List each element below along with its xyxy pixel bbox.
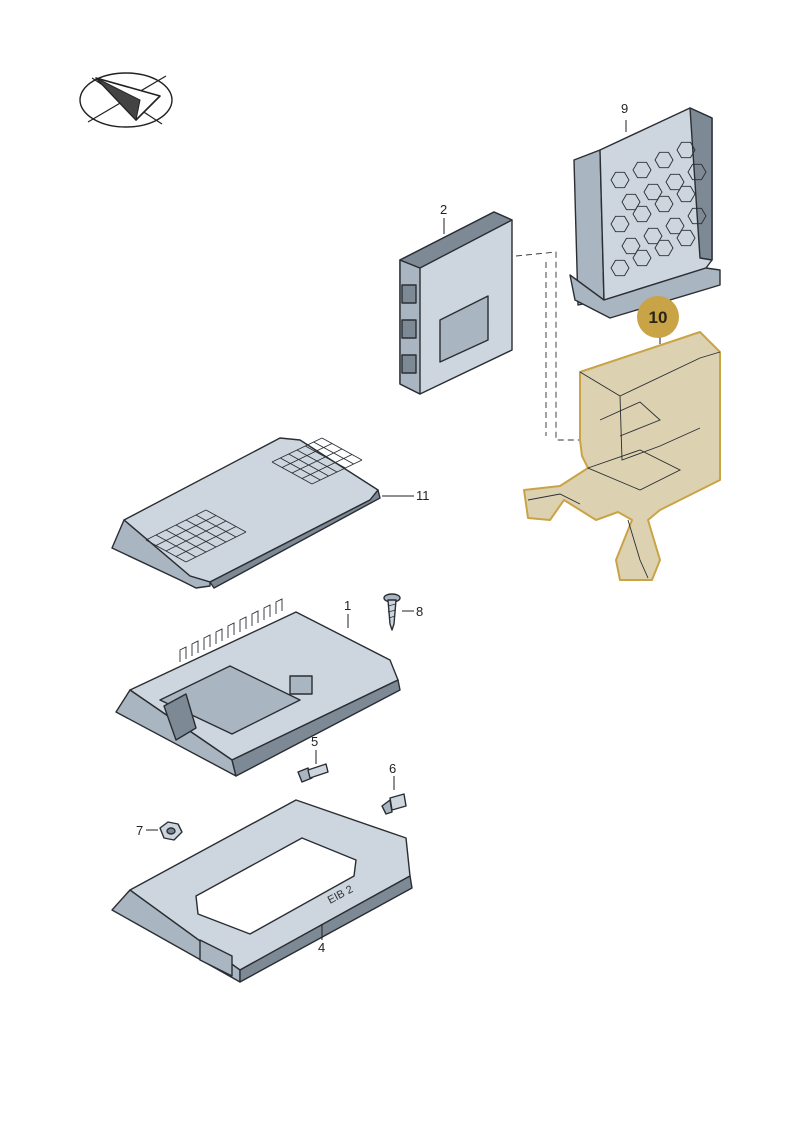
leader-lines bbox=[146, 120, 661, 940]
part-5-bolt bbox=[297, 763, 329, 783]
callouts: 9 2 11 1 8 5 6 7 4 bbox=[136, 101, 628, 955]
callout-7: 7 bbox=[136, 823, 143, 838]
paper-plane-in-ellipse-icon bbox=[79, 72, 173, 128]
callout-10: 10 bbox=[649, 308, 668, 327]
part-10-highlighted-bracket bbox=[523, 331, 721, 581]
part-9-honeycomb-bracket bbox=[569, 107, 721, 319]
part-8-screw bbox=[383, 593, 401, 631]
part-11-cover bbox=[111, 437, 381, 589]
alignment-lines bbox=[515, 251, 580, 441]
part-1-main-unit bbox=[115, 598, 401, 777]
callout-4: 4 bbox=[318, 940, 325, 955]
callout-9: 9 bbox=[621, 101, 628, 116]
part-7-clip-nut bbox=[159, 821, 183, 841]
callout-badge-10: 10 bbox=[637, 296, 679, 338]
callout-5: 5 bbox=[311, 734, 318, 749]
callout-8: 8 bbox=[416, 604, 423, 619]
part-4-frame: EIB 2 bbox=[111, 799, 413, 983]
callout-2: 2 bbox=[440, 202, 447, 217]
part-2-control-module bbox=[399, 211, 513, 395]
callout-1: 1 bbox=[344, 598, 351, 613]
part-6-nut-insert bbox=[381, 793, 407, 815]
callout-6: 6 bbox=[389, 761, 396, 776]
callout-11: 11 bbox=[416, 488, 430, 503]
